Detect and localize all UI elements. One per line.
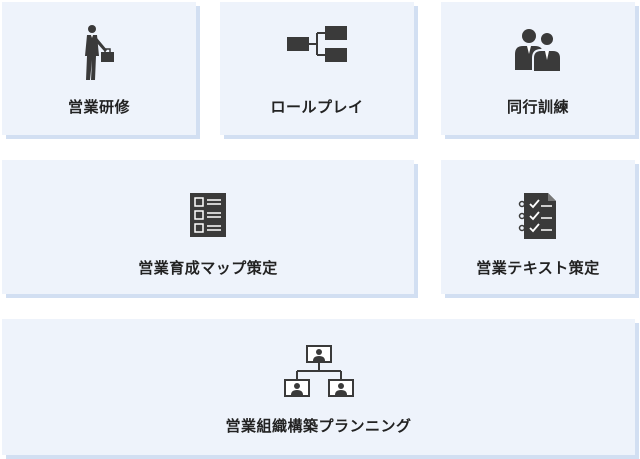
card-label: 営業テキスト策定 [476, 259, 600, 277]
businessman-briefcase-icon [85, 25, 114, 80]
card-label: 同行訓練 [506, 98, 569, 116]
card-sales-development-map[interactable]: 営業育成マップ策定 [2, 160, 414, 294]
card-accompany-training[interactable]: 同行訓練 [441, 2, 635, 135]
checklist-icon [190, 193, 226, 237]
card-label: 営業組織構築プランニング [225, 417, 412, 435]
card-sales-training[interactable]: 営業研修 [2, 2, 196, 135]
card-label: 営業育成マップ策定 [138, 259, 278, 277]
connection-diagram-icon [287, 26, 347, 62]
org-chart-icon [283, 345, 354, 397]
card-label: ロールプレイ [270, 98, 364, 116]
card-sales-text[interactable]: 営業テキスト策定 [441, 160, 635, 294]
two-people-icon [515, 29, 562, 73]
card-label: 営業研修 [67, 98, 130, 116]
card-roleplay[interactable]: ロールプレイ [220, 2, 414, 135]
card-sales-organization-planning[interactable]: 営業組織構築プランニング [2, 319, 635, 455]
checked-document-icon [518, 193, 556, 239]
